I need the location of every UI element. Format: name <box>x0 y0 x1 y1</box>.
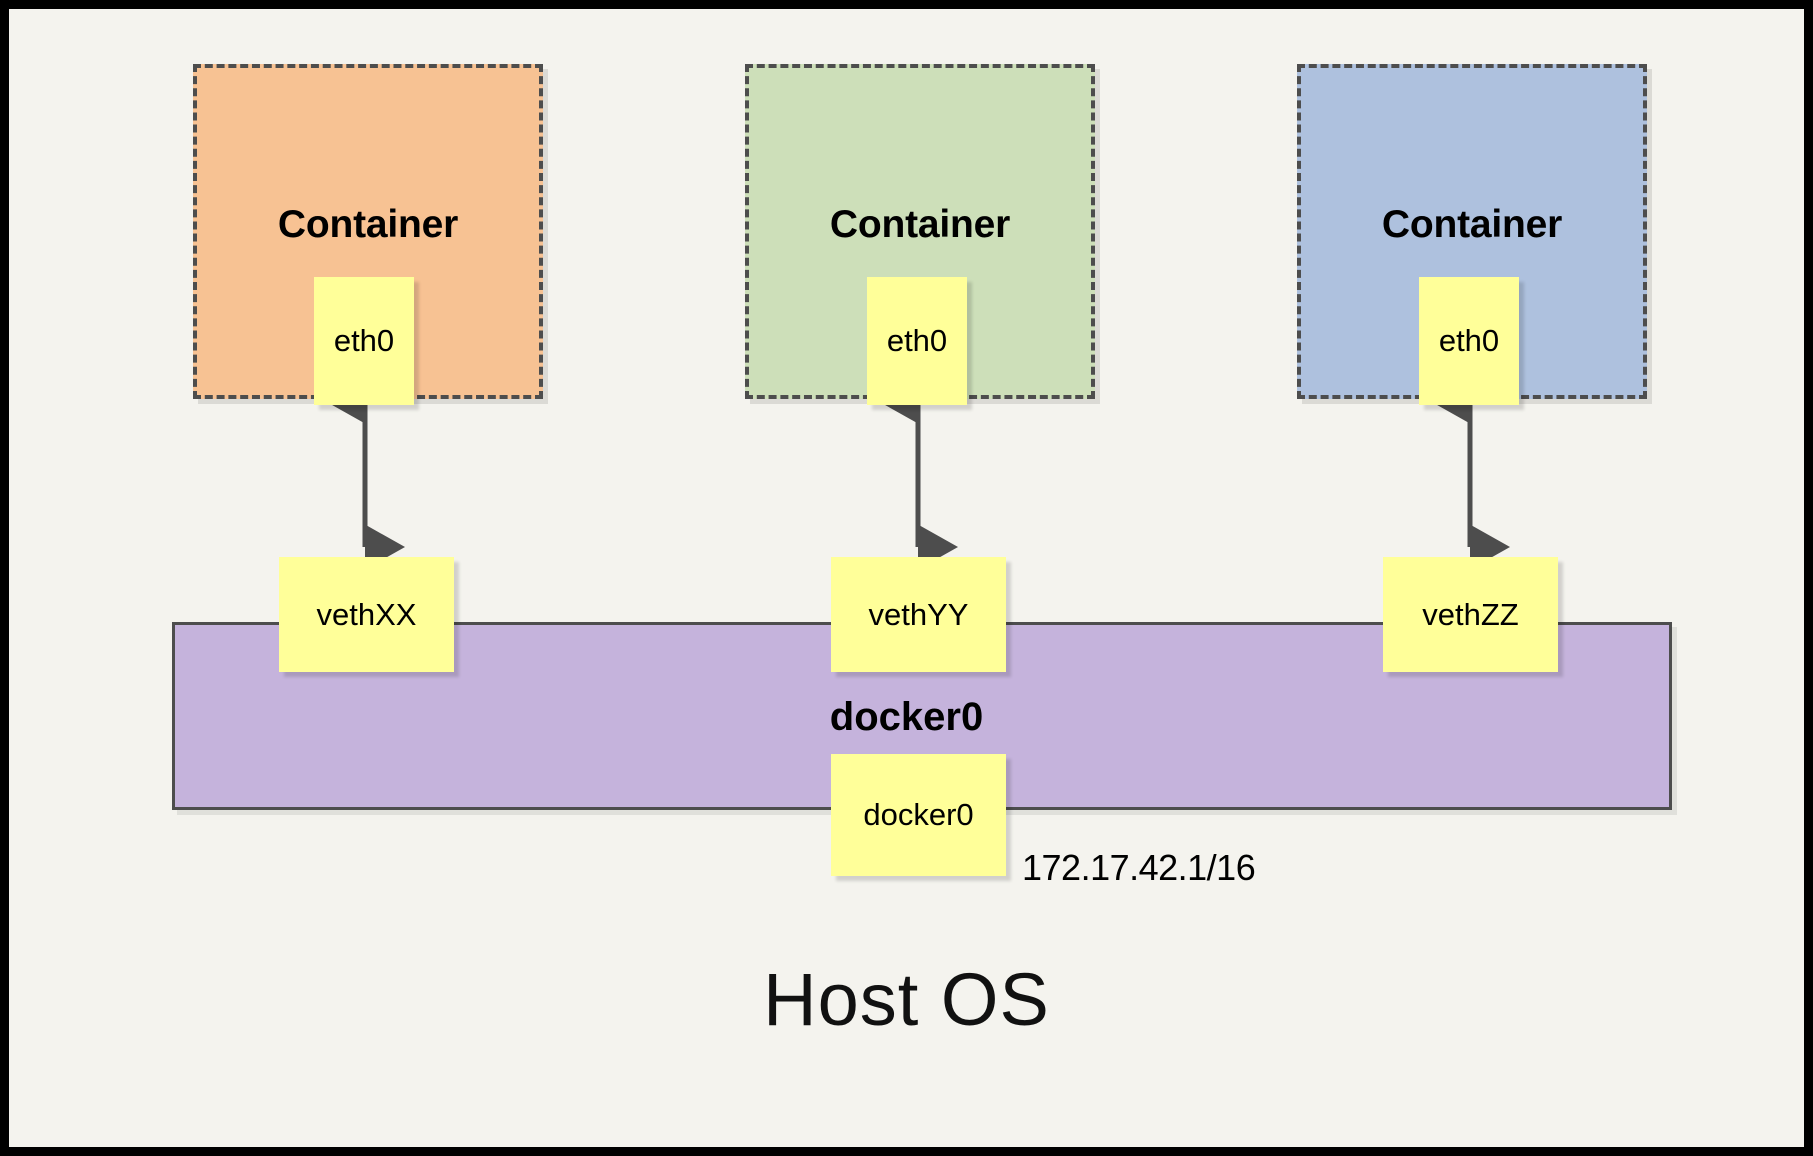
container-title-1: Container <box>277 203 459 246</box>
host-os-label: Host OS <box>763 958 1050 1041</box>
eth0-interface-2: eth0 <box>867 277 967 405</box>
docker0-interface-chip: docker0 <box>831 754 1006 876</box>
container-title-2: Container <box>829 203 1011 246</box>
eth0-interface-3: eth0 <box>1419 277 1519 405</box>
veth-interface-1: vethXX <box>279 557 454 672</box>
link-arrow-2 <box>878 378 958 570</box>
docker0-ip-label: 172.17.42.1/16 <box>1022 847 1256 888</box>
container-title-3: Container <box>1381 203 1563 246</box>
veth-interface-3: vethZZ <box>1383 557 1558 672</box>
veth-interface-2: vethYY <box>831 557 1006 672</box>
link-arrow-3 <box>1430 378 1510 570</box>
link-arrow-1 <box>325 378 405 570</box>
eth0-interface-1: eth0 <box>314 277 414 405</box>
docker0-bridge-label: docker0 <box>829 695 984 739</box>
